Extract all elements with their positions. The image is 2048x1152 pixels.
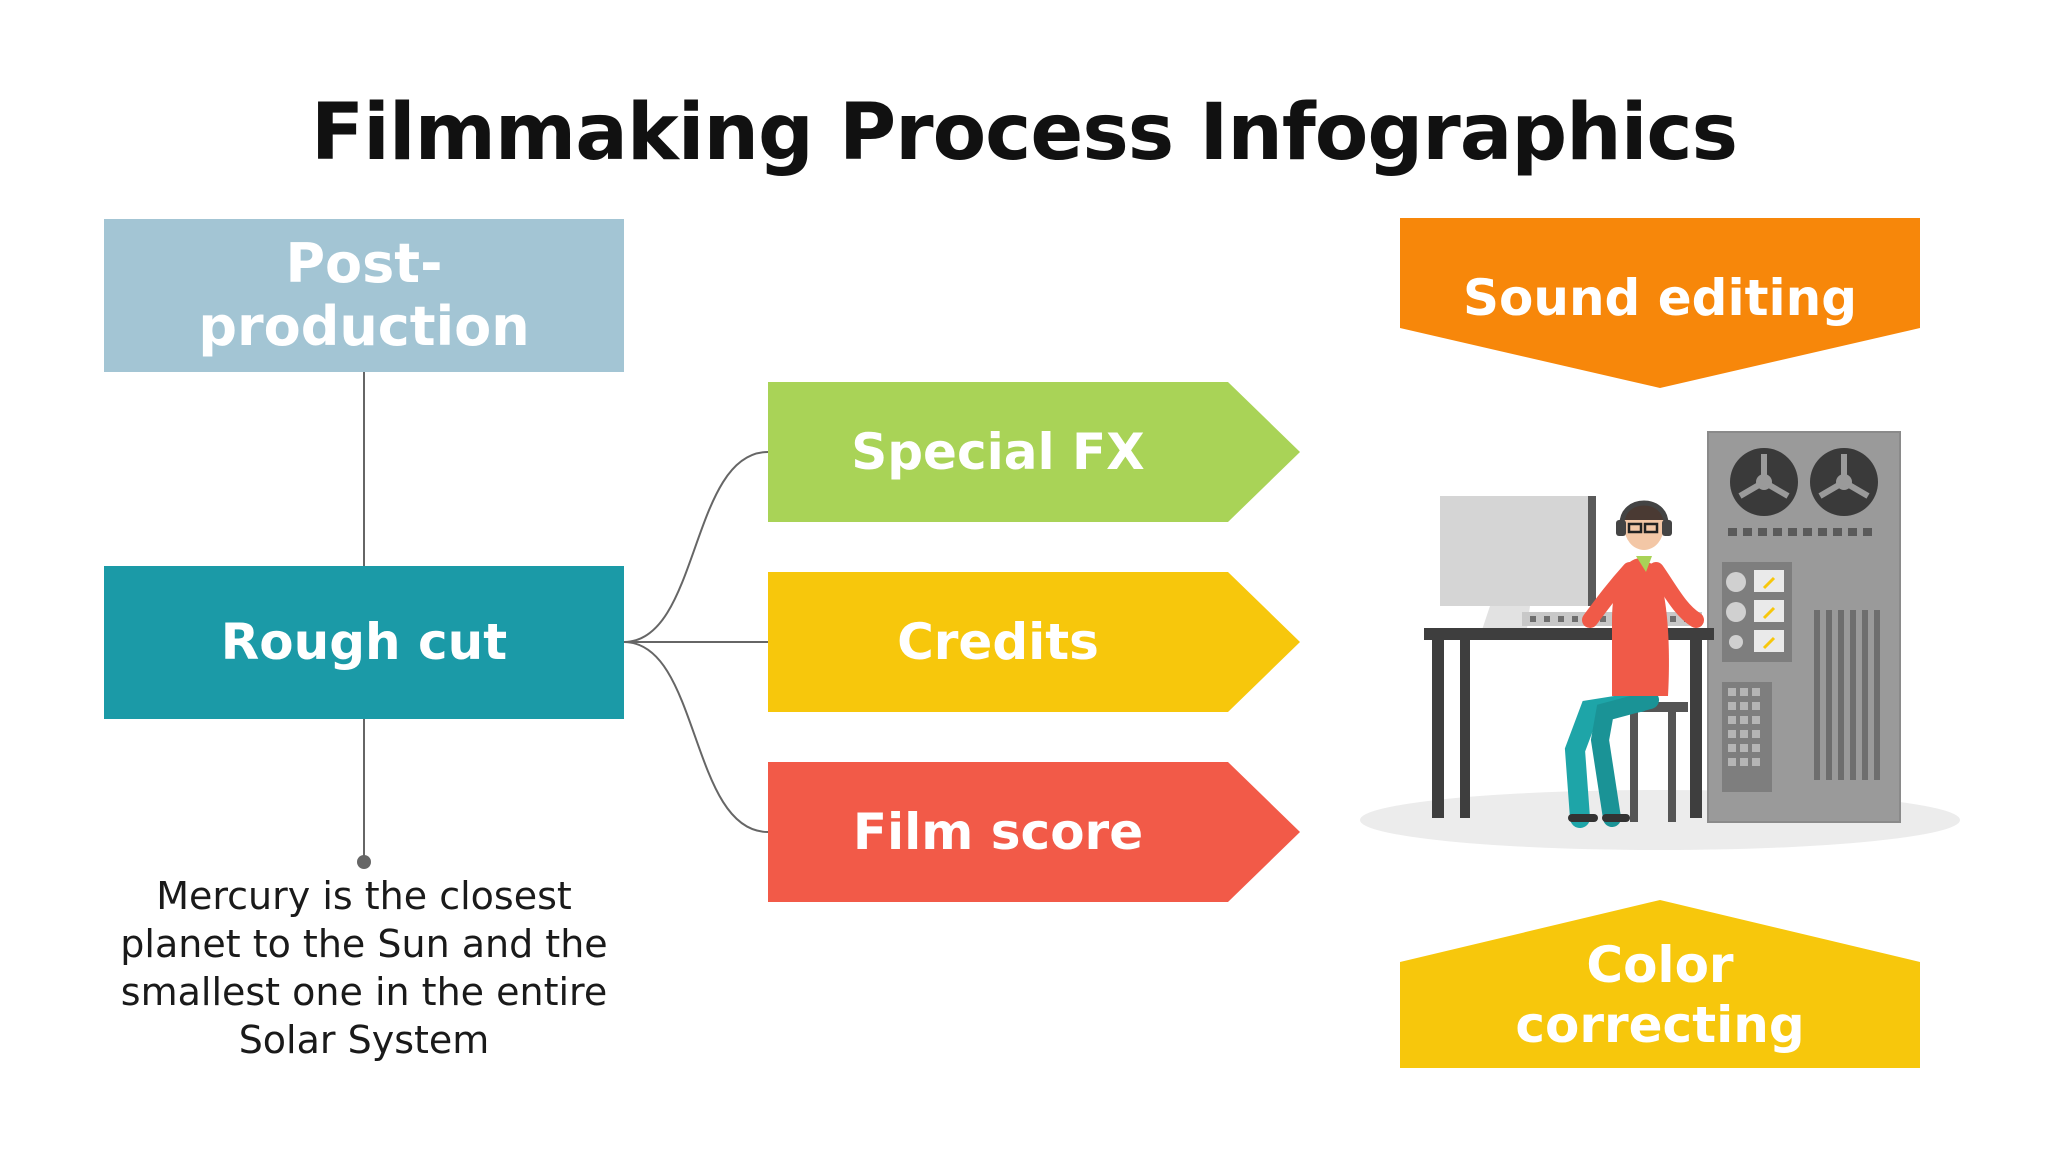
page-title: Filmmaking Process Infographics	[310, 88, 1738, 178]
credits-arrow	[768, 572, 1300, 712]
color-correcting-label: Color correcting	[1515, 936, 1805, 1054]
sound-editor-illustration	[1360, 431, 1960, 850]
post-production-box: Post- production	[104, 219, 624, 372]
film-score-label: Film score	[852, 803, 1144, 861]
sound-editing-label: Sound editing	[1462, 269, 1858, 327]
film-score-arrow	[768, 762, 1300, 902]
special-fx-arrow	[768, 382, 1300, 522]
computer-monitor	[1440, 496, 1594, 606]
desk	[1424, 628, 1714, 640]
connector-end-dot	[357, 855, 371, 869]
special-fx-label: Special FX	[851, 423, 1145, 481]
connector-to-special-fx	[623, 451, 769, 643]
rough-cut-box: Rough cut	[104, 566, 624, 719]
sound-editing-chevron	[1400, 218, 1920, 388]
color-correcting-pentagon	[1400, 900, 1920, 1068]
rough-cut-label: Rough cut	[220, 612, 508, 671]
rack-buttons	[1728, 528, 1872, 536]
connector-to-film-score	[623, 641, 769, 833]
person	[1564, 500, 1704, 828]
credits-label: Credits	[897, 613, 1099, 671]
description-text: Mercury is the closest planet to the Sun…	[120, 874, 608, 1062]
post-production-label: Post- production	[198, 232, 530, 358]
